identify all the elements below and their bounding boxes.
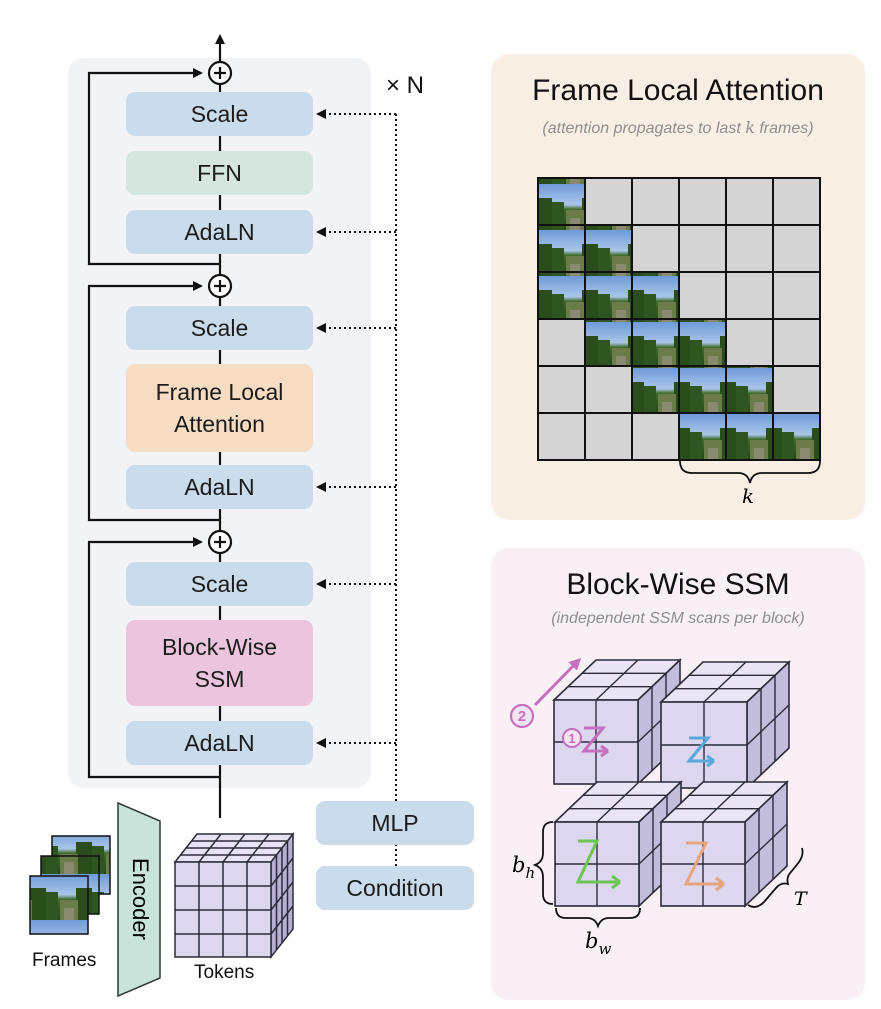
scale-block-1: Scale	[126, 92, 313, 136]
attention-cell-active	[584, 271, 633, 320]
scan-path-pink	[580, 726, 608, 753]
attention-cell-active	[537, 177, 586, 226]
fla-subtitle: (attention propagates to last k frames)	[542, 118, 814, 137]
svg-text:1: 1	[568, 731, 575, 746]
attention-cell-masked	[678, 177, 727, 226]
scale-block-2: Scale	[126, 306, 313, 350]
scan-paths	[533, 657, 725, 892]
attention-cell-masked	[725, 318, 774, 367]
attention-cell-masked	[772, 224, 821, 273]
tokens-label: Tokens	[194, 962, 255, 983]
add-node-1	[207, 60, 233, 86]
adaln-block-3: AdaLN	[126, 721, 313, 765]
encoder-label: Encoder	[128, 858, 153, 940]
attention-cell-active	[584, 318, 633, 367]
attention-cell-active	[725, 412, 774, 461]
conditioning-lines	[316, 109, 397, 866]
adaln-block-2: AdaLN	[126, 465, 313, 509]
attention-cell-masked	[678, 224, 727, 273]
ssm-block-cube	[659, 780, 789, 908]
bw-label: bw	[585, 929, 611, 958]
ssm-title: Block-Wise SSM	[566, 568, 790, 601]
attention-grid	[537, 177, 821, 461]
svg-text:2: 2	[518, 708, 526, 725]
bw-brace	[555, 907, 641, 929]
mlp-block: MLP	[316, 801, 474, 845]
frames-label: Frames	[32, 950, 97, 971]
attention-cell-active	[678, 412, 727, 461]
attention-cell-active	[678, 318, 727, 367]
scan-step-2: 2	[509, 703, 535, 729]
attention-cell-masked	[631, 412, 680, 461]
t-brace	[747, 847, 804, 908]
condition-block: Condition	[316, 866, 474, 910]
attention-cell-masked	[772, 271, 821, 320]
bh-brace	[532, 821, 554, 905]
scan-path-blue	[685, 736, 714, 763]
attention-cell-active	[631, 271, 680, 320]
attention-cell-masked	[584, 177, 633, 226]
scan-step-1: 1	[562, 728, 582, 748]
block-wise-ssm-block: Block-Wise SSM	[126, 620, 313, 706]
ssm-block-grid	[552, 658, 791, 908]
tokens-cube	[173, 831, 295, 960]
scan-path-orange	[683, 841, 724, 886]
attention-cell-active	[537, 224, 586, 273]
block-scan-arrow	[533, 657, 582, 707]
encoder-shape	[117, 801, 161, 998]
residual-connections	[87, 68, 220, 779]
attention-cell-masked	[584, 412, 633, 461]
adaln-block-1: AdaLN	[126, 210, 313, 254]
attention-cell-active	[772, 412, 821, 461]
input-frames	[29, 835, 111, 935]
attention-cell-active	[678, 365, 727, 414]
ssm-block-cube	[659, 660, 791, 790]
attention-cell-masked	[772, 318, 821, 367]
ssm-subtitle: (independent SSM scans per block)	[551, 610, 805, 627]
repeat-n-label: × N	[386, 72, 425, 99]
attention-cell-masked	[725, 177, 774, 226]
t-label: T	[794, 888, 808, 910]
attention-cell-masked	[772, 177, 821, 226]
attention-cell-masked	[584, 365, 633, 414]
ffn-block: FFN	[126, 151, 313, 195]
attention-cell-masked	[537, 365, 586, 414]
bh-label: bh	[512, 853, 535, 882]
attention-cell-masked	[678, 271, 727, 320]
attention-cell-masked	[725, 271, 774, 320]
attention-cell-masked	[631, 224, 680, 273]
scale-block-3: Scale	[126, 562, 313, 606]
fla-title: Frame Local Attention	[532, 74, 824, 107]
attention-cell-masked	[725, 224, 774, 273]
attention-cell-masked	[772, 365, 821, 414]
attention-cell-active	[631, 365, 680, 414]
attention-cell-masked	[537, 412, 586, 461]
scan-path-green	[575, 839, 620, 884]
attention-cell-active	[631, 318, 680, 367]
attention-cell-masked	[631, 177, 680, 226]
attention-cell-active	[537, 271, 586, 320]
k-brace	[679, 460, 821, 484]
attention-cell-active	[584, 224, 633, 273]
k-label: k	[742, 484, 754, 508]
add-node-2	[207, 273, 233, 299]
frame-local-attention-block: Frame Local Attention	[126, 364, 313, 452]
attention-cell-active	[725, 365, 774, 414]
attention-cell-masked	[537, 318, 586, 367]
add-node-3	[207, 529, 233, 555]
